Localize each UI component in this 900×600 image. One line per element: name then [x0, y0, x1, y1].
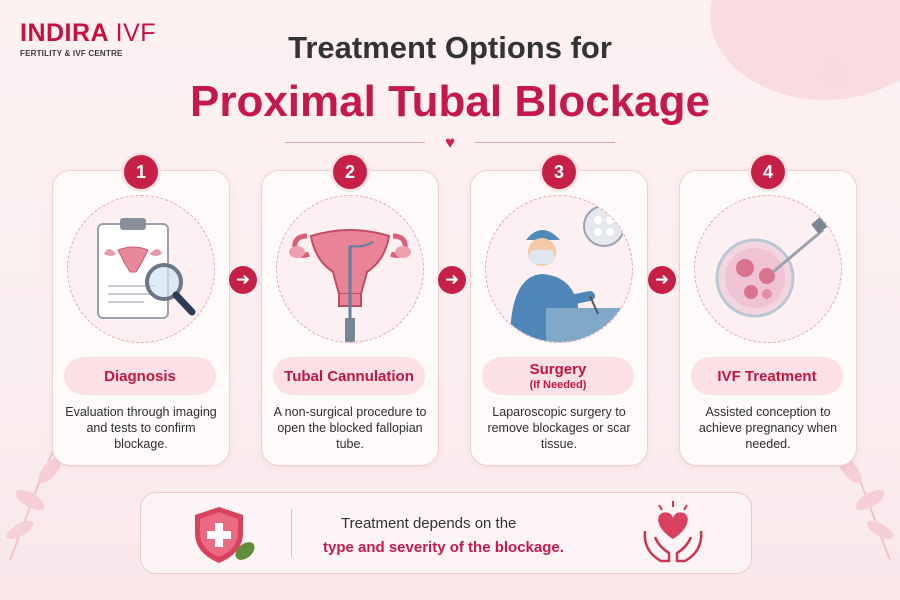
step-card-tubal-cannulation: 2 Tubal Cannulation A non-surgical proce… — [261, 155, 439, 466]
footer-text-line1: Treatment depends on the — [341, 515, 517, 532]
footer-divider — [291, 509, 292, 557]
brand-name-part2: IVF — [115, 19, 157, 47]
step-number-badge: 4 — [751, 155, 785, 189]
petri-dish-icon — [694, 195, 842, 343]
step-label-pill: Tubal Cannulation — [273, 357, 425, 395]
step-number-badge: 2 — [333, 155, 367, 189]
heart-icon: ♥ — [444, 133, 456, 152]
step-description: A non-surgical procedure to open the blo… — [273, 405, 427, 451]
step-number-badge: 3 — [542, 155, 576, 189]
shield-cross-icon — [195, 507, 255, 563]
footer-text-line2: type and severity of the blockage. — [323, 539, 564, 556]
step-label: Tubal Cannulation — [284, 367, 414, 385]
clipboard-magnifier-icon — [67, 195, 215, 343]
brand-tagline: FERTILITY & IVF CENTRE — [20, 49, 123, 58]
page-title-line2: Proximal Tubal Blockage — [189, 77, 710, 126]
surgeon-icon — [485, 195, 633, 343]
page-title-line1: Treatment Options for — [288, 30, 612, 65]
step-card-surgery: 3 Surgery (If Needed) Laparoscopic surge… — [470, 155, 648, 466]
step-label: IVF Treatment — [717, 367, 817, 385]
arrow-right-icon: ➜ — [648, 266, 676, 294]
brand-name: INDIRA IVF — [20, 20, 156, 46]
step-description: Evaluation through imaging and tests to … — [65, 405, 217, 451]
step-description: Laparoscopic surgery to remove blockages… — [487, 405, 631, 451]
step-label-pill: IVF Treatment — [691, 357, 843, 395]
footer-note: Treatment depends on the type and severi… — [140, 492, 752, 574]
brand-logo: INDIRA IVF FERTILITY & IVF CENTRE — [20, 20, 156, 58]
step-description: Assisted conception to achieve pregnancy… — [698, 405, 838, 451]
step-label: Diagnosis — [104, 367, 176, 385]
step-label-pill: Surgery (If Needed) — [482, 357, 634, 395]
step-label-pill: Diagnosis — [64, 357, 216, 395]
step-number-badge: 1 — [124, 155, 158, 189]
arrow-right-icon: ➜ — [229, 266, 257, 294]
step-card-ivf-treatment: 4 IVF Treatment Assisted conception to a… — [679, 155, 857, 466]
arrow-right-icon: ➜ — [438, 266, 466, 294]
step-label: Surgery — [529, 361, 587, 378]
step-card-diagnosis: 1 Diagnosis Evaluation through imaging a… — [52, 155, 230, 466]
title-divider: ♥ — [285, 133, 615, 153]
brand-name-part1: INDIRA — [20, 19, 109, 47]
step-sublabel: (If Needed) — [529, 379, 587, 391]
hands-heart-icon — [643, 501, 703, 563]
uterus-catheter-icon — [276, 195, 424, 343]
background-dot — [820, 60, 850, 90]
